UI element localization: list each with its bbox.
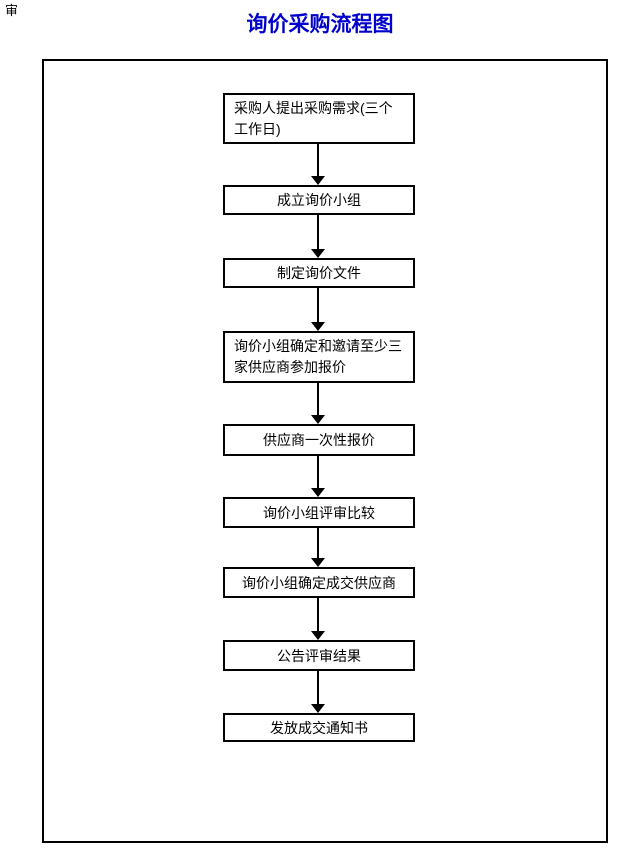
flow-step-team-review-compare: 询价小组评审比较 — [223, 497, 415, 528]
down-arrow-connector — [311, 671, 325, 713]
flow-step-label: 制定询价文件 — [277, 265, 361, 281]
down-arrow-connector — [311, 288, 325, 331]
arrow-head-icon — [311, 249, 325, 258]
down-arrow-connector — [311, 528, 325, 567]
arrow-head-icon — [311, 558, 325, 567]
flow-step-label: 询价小组确定成交供应商 — [242, 574, 396, 591]
flow-step-label: 询价小组确定和邀请至少三 家供应商参加报价 — [234, 338, 402, 375]
down-arrow-connector — [311, 456, 325, 497]
arrow-shaft — [317, 598, 319, 631]
down-arrow-connector — [311, 144, 325, 185]
flow-step-label: 采购人提出采购需求(三个 工作日) — [234, 100, 393, 137]
arrow-head-icon — [311, 415, 325, 424]
flow-step-purchase-request: 采购人提出采购需求(三个 工作日) — [223, 93, 415, 144]
flow-step-label: 询价小组评审比较 — [263, 504, 375, 521]
flow-step-prepare-inquiry-documents: 制定询价文件 — [223, 258, 415, 288]
flow-step-announce-review-results: 公告评审结果 — [223, 640, 415, 671]
flow-step-determine-winning-supplier: 询价小组确定成交供应商 — [223, 567, 415, 598]
flow-step-label: 成立询价小组 — [277, 192, 361, 208]
arrow-head-icon — [311, 176, 325, 185]
arrow-head-icon — [311, 631, 325, 640]
down-arrow-connector — [311, 598, 325, 640]
arrow-shaft — [317, 383, 319, 415]
arrow-head-icon — [311, 488, 325, 497]
flow-step-invite-suppliers: 询价小组确定和邀请至少三 家供应商参加报价 — [223, 331, 415, 383]
flow-step-form-inquiry-team: 成立询价小组 — [223, 185, 415, 215]
arrow-head-icon — [311, 704, 325, 713]
corner-marker: 审 — [5, 3, 19, 18]
arrow-head-icon — [311, 322, 325, 331]
page-title: 询价采购流程图 — [246, 13, 394, 36]
arrow-shaft — [317, 288, 319, 322]
arrow-shaft — [317, 144, 319, 176]
flow-step-label: 供应商一次性报价 — [263, 432, 375, 448]
down-arrow-connector — [311, 215, 325, 258]
arrow-shaft — [317, 528, 319, 558]
down-arrow-connector — [311, 383, 325, 424]
flow-step-label: 公告评审结果 — [277, 647, 361, 664]
flow-step-issue-award-notice: 发放成交通知书 — [223, 713, 415, 742]
arrow-shaft — [317, 671, 319, 704]
flow-step-supplier-one-time-quote: 供应商一次性报价 — [223, 424, 415, 456]
arrow-shaft — [317, 215, 319, 249]
arrow-shaft — [317, 456, 319, 488]
flowchart-canvas: 采购人提出采购需求(三个 工作日) 成立询价小组 制定询价文件 询价小组确定和邀… — [42, 59, 608, 843]
flow-step-label: 发放成交通知书 — [270, 719, 368, 736]
